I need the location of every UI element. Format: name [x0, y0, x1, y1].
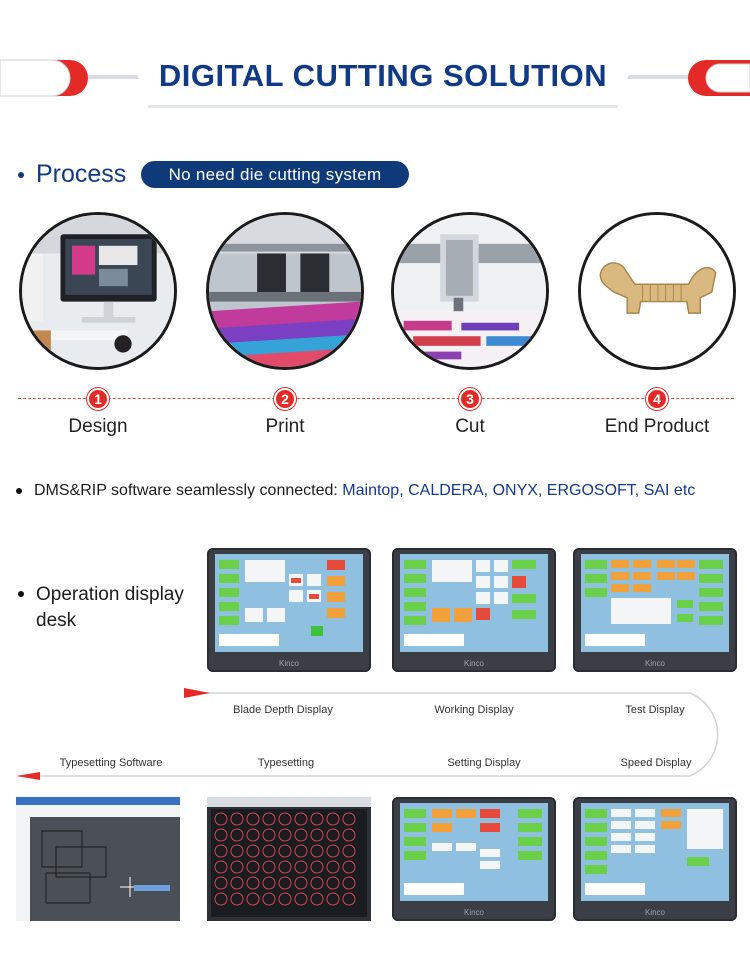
panel-screen — [400, 803, 548, 901]
panel-screen — [581, 554, 729, 652]
operation-bullet — [18, 591, 24, 597]
flow-label-blade-depth: Blade Depth Display — [233, 704, 333, 716]
software-prefix: DMS&RIP software seamlessly connected: — [34, 482, 343, 499]
flow-label-setting: Setting Display — [447, 757, 521, 769]
process-pill: No need die cutting system — [141, 161, 409, 188]
step-label-cut: Cut — [455, 416, 485, 437]
typesetting-screenshot — [207, 797, 371, 921]
panel-speed: Kinco — [573, 797, 737, 921]
panel-brand: Kinco — [463, 659, 484, 668]
panel-setting: Kinco — [392, 797, 556, 921]
step-label-design: Design — [68, 416, 128, 437]
panel-test: Kinco — [573, 548, 737, 672]
step-label-print: Print — [265, 416, 305, 437]
page-title: DIGITAL CUTTING SOLUTION — [128, 46, 638, 108]
process-timeline — [18, 398, 734, 399]
flow-label-speed: Speed Display — [620, 757, 692, 769]
print-image — [206, 212, 364, 370]
panel-blade-depth: Kinco — [207, 548, 371, 672]
step-number-1: 1 — [87, 388, 109, 410]
process-bullet — [18, 172, 24, 178]
panel-brand: Kinco — [278, 659, 299, 668]
software-list: Maintop, CALDERA, ONYX, ERGOSOFT, SAI et… — [342, 482, 696, 499]
panel-brand: Kinco — [644, 908, 665, 917]
header-banner: DIGITAL CUTTING SOLUTION — [0, 46, 750, 108]
cut-image — [391, 212, 549, 370]
operation-heading: Operation display desk — [36, 582, 186, 634]
operation-heading-line1: Operation display — [36, 584, 184, 605]
step-label-end-product: End Product — [604, 416, 710, 437]
banner-deco-left-icon — [0, 59, 88, 97]
panel-screen — [215, 554, 363, 652]
step-number-2: 2 — [274, 388, 296, 410]
banner-deco-right-icon — [688, 60, 750, 96]
software-bullet — [16, 487, 22, 494]
typesetting-software-screenshot — [16, 797, 180, 921]
step-number-4: 4 — [646, 388, 668, 410]
end-product-image — [578, 212, 736, 370]
flow-label-test: Test Display — [625, 704, 685, 716]
operation-heading-line2: desk — [36, 610, 77, 631]
panel-working: Kinco — [392, 548, 556, 672]
panel-brand: Kinco — [644, 659, 665, 668]
step-number-3: 3 — [459, 388, 481, 410]
software-line: DMS&RIP software seamlessly connected: M… — [16, 482, 695, 500]
flow-track — [16, 688, 719, 780]
flow-label-working: Working Display — [434, 704, 514, 716]
panel-screen — [400, 554, 548, 652]
panel-brand: Kinco — [463, 908, 484, 917]
design-image — [19, 212, 177, 370]
process-heading: Process — [36, 160, 127, 188]
panel-screen — [581, 803, 729, 901]
flow-label-typesetting-software: Typesetting Software — [59, 757, 163, 769]
flow-label-typesetting: Typesetting — [257, 757, 315, 769]
